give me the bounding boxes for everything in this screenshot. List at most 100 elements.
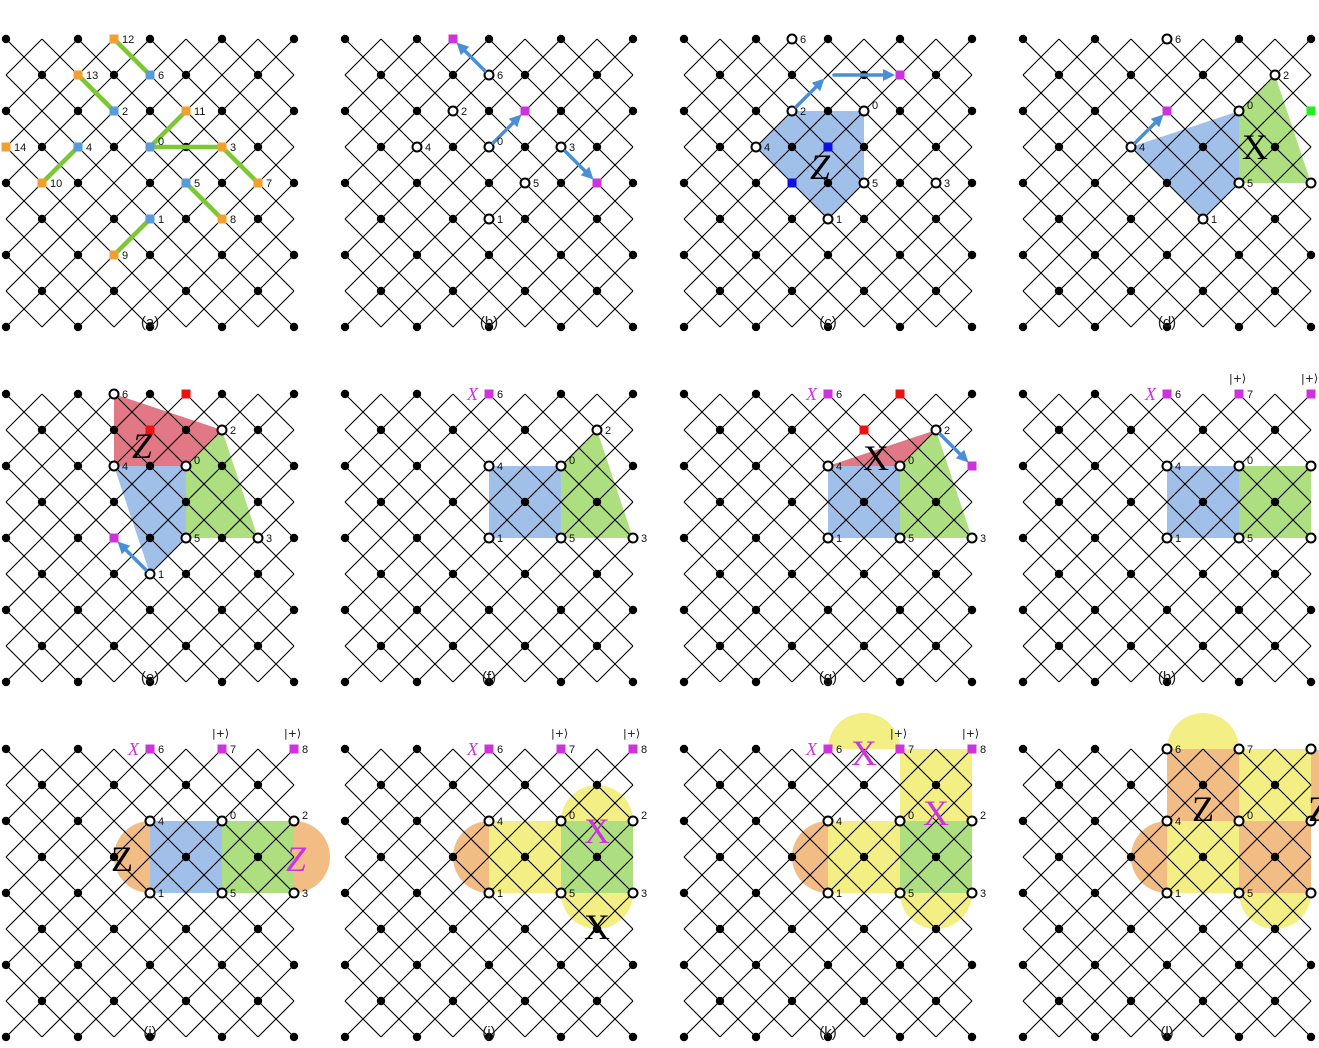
- node-label: 4: [1175, 816, 1181, 828]
- vertex-dot: [1198, 852, 1208, 862]
- blue-node: [145, 214, 155, 224]
- lattice-line: [344, 393, 382, 431]
- green-edge: [111, 36, 153, 78]
- vertex-dot: [289, 322, 299, 332]
- lattice-line: [683, 393, 721, 431]
- open-node: [555, 532, 567, 544]
- vertex-dot: [181, 780, 191, 790]
- open-node: [1305, 460, 1317, 472]
- vertex-dot: [1090, 1032, 1100, 1042]
- vertex-dot: [145, 461, 155, 471]
- vertex-dot: [787, 641, 797, 651]
- orange-node: [253, 178, 263, 188]
- vertex-dot: [181, 425, 191, 435]
- operator-letter: Z: [111, 839, 133, 879]
- vertex-dot: [217, 106, 227, 116]
- blue-node: [181, 178, 191, 188]
- vertex-dot: [1018, 888, 1028, 898]
- vertex-dot: [931, 70, 941, 80]
- orange-node: [1, 142, 11, 152]
- panel-caption: (f): [482, 669, 496, 686]
- node-label: 2: [641, 810, 647, 822]
- shapes: [114, 394, 258, 574]
- vertex-dot: [895, 677, 905, 687]
- lattice-line: [5, 748, 43, 786]
- vertex-dot: [448, 425, 458, 435]
- vertex-dot: [289, 1032, 299, 1042]
- vertex-dot: [628, 677, 638, 687]
- arrow-head: [811, 78, 825, 92]
- open-node: [1305, 815, 1317, 827]
- green-node: [1306, 106, 1316, 116]
- vertex-dot: [859, 780, 869, 790]
- vertex-dot: [1090, 744, 1100, 754]
- vertex-dot: [448, 142, 458, 152]
- open-node: [1305, 177, 1317, 189]
- open-node: [822, 532, 834, 544]
- vertex-dot: [448, 70, 458, 80]
- vertex-dot: [823, 322, 833, 332]
- orange-cap: [792, 821, 828, 893]
- vertex-dot: [73, 178, 83, 188]
- vertex-dot: [520, 569, 530, 579]
- vertex-dot: [1, 178, 11, 188]
- vertex-dot: [751, 106, 761, 116]
- vertex-dot: [520, 286, 530, 296]
- vertex-dot: [823, 178, 833, 188]
- vertex-dot: [715, 497, 725, 507]
- vertex-dot: [520, 996, 530, 1006]
- node-label: 3: [569, 142, 575, 154]
- lattice-line: [1202, 928, 1312, 1038]
- vertex-dot: [1054, 142, 1064, 152]
- yellow-cap: [828, 713, 900, 749]
- lattice-line: [41, 784, 295, 1038]
- vertex-dot: [1162, 605, 1172, 615]
- purple-node: [145, 744, 155, 754]
- purple-node: [556, 744, 566, 754]
- green-region: [561, 430, 633, 538]
- vertex-dot: [73, 744, 83, 754]
- vertex-dots: [1, 34, 299, 332]
- orange-node: [217, 214, 227, 224]
- green-edge: [147, 108, 189, 150]
- red-node: [181, 389, 191, 399]
- vertex-dot: [628, 605, 638, 615]
- node-label: 5: [533, 178, 539, 190]
- vertex-dot: [448, 286, 458, 296]
- vertex-dot: [1234, 250, 1244, 260]
- node-label: 0: [1247, 455, 1253, 467]
- open-node: [555, 887, 567, 899]
- open-node: [1233, 815, 1245, 827]
- lattice-line: [257, 1000, 295, 1038]
- operator-letter: X: [851, 733, 877, 773]
- vertex-dot: [1126, 780, 1136, 790]
- panel-caption: (h): [1158, 669, 1176, 686]
- vertex-dot: [376, 569, 386, 579]
- node-label: 4: [158, 816, 164, 828]
- vertex-dot: [823, 960, 833, 970]
- vertex-dot: [1054, 214, 1064, 224]
- lattice-line: [683, 38, 865, 220]
- vertex-dot: [967, 605, 977, 615]
- red-node: [859, 425, 869, 435]
- lattice-line: [344, 748, 382, 786]
- vertex-dot: [1018, 605, 1028, 615]
- vertex-dot: [1054, 641, 1064, 651]
- operator-letter: Z: [1308, 789, 1319, 829]
- vertex-dot: [1090, 816, 1100, 826]
- vertex-dot: [628, 461, 638, 471]
- vertex-dot: [628, 34, 638, 44]
- node-label: 5: [569, 888, 575, 900]
- node-label: 2: [980, 810, 986, 822]
- vertex-dot: [751, 250, 761, 260]
- vertex-dot: [376, 142, 386, 152]
- vertex-dot: [109, 569, 119, 579]
- node-label: 5: [1247, 888, 1253, 900]
- node-label: 2: [944, 425, 950, 437]
- node-label: 0: [497, 136, 503, 148]
- operator-letter: Z: [132, 426, 153, 466]
- vertex-dot: [1126, 286, 1136, 296]
- vertex-dot: [73, 816, 83, 826]
